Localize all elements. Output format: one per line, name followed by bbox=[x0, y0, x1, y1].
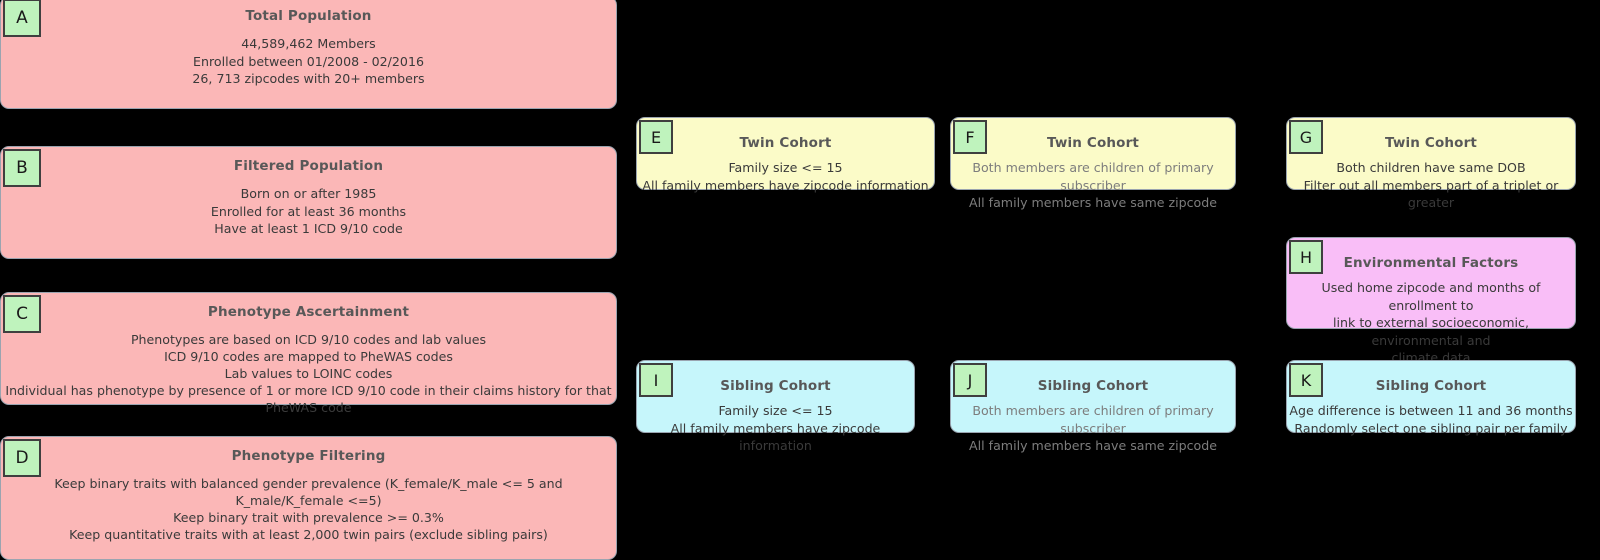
node-title-f: Twin Cohort bbox=[1047, 135, 1139, 151]
node-body-j: Both members are children of primary sub… bbox=[969, 403, 1217, 453]
node-title-h: Environmental Factors bbox=[1343, 255, 1519, 271]
node-body-e: Family size <= 15 All family members hav… bbox=[642, 160, 929, 193]
node-title-i: Sibling Cohort bbox=[720, 378, 831, 394]
node-title-a: Total Population bbox=[245, 8, 372, 24]
node-card-a[interactable]: A Total Population 44,589,462 Members En… bbox=[0, 0, 617, 109]
node-title-g: Twin Cohort bbox=[1385, 135, 1477, 151]
node-body-k: Age difference is between 11 and 36 mont… bbox=[1289, 403, 1573, 436]
node-card-d[interactable]: D Phenotype Filtering Keep binary traits… bbox=[0, 436, 617, 560]
node-body-a: 44,589,462 Members Enrolled between 01/2… bbox=[192, 36, 425, 86]
node-card-h[interactable]: H Environmental Factors Used home zipcod… bbox=[1286, 237, 1576, 365]
node-body-d: Keep binary traits with balanced gender … bbox=[54, 476, 563, 542]
node-card-c[interactable]: C Phenotype Ascertainment Phenotypes are… bbox=[0, 292, 617, 415]
node-card-e[interactable]: E Twin Cohort Family size <= 15 All fami… bbox=[636, 117, 935, 193]
node-card-i[interactable]: I Sibling Cohort Family size <= 15 All f… bbox=[636, 360, 915, 453]
node-tag-g: G bbox=[1289, 120, 1323, 154]
node-title-d: Phenotype Filtering bbox=[231, 448, 386, 464]
node-body-b: Born on or after 1985 Enrolled for at le… bbox=[210, 186, 407, 236]
node-body-i: Family size <= 15 All family members hav… bbox=[670, 403, 881, 453]
node-tag-a: A bbox=[3, 0, 41, 37]
node-card-g[interactable]: G Twin Cohort Both children have same DO… bbox=[1286, 117, 1576, 210]
node-title-j: Sibling Cohort bbox=[1037, 378, 1149, 394]
node-card-f[interactable]: F Twin Cohort Both members are children … bbox=[950, 117, 1236, 210]
node-card-b[interactable]: B Filtered Population Born on or after 1… bbox=[0, 146, 617, 259]
node-title-c: Phenotype Ascertainment bbox=[207, 304, 410, 320]
node-title-b: Filtered Population bbox=[233, 158, 384, 174]
node-body-f: Both members are children of primary sub… bbox=[969, 160, 1217, 210]
node-tag-e: E bbox=[639, 120, 673, 154]
node-tag-h: H bbox=[1289, 240, 1323, 274]
node-tag-d: D bbox=[3, 439, 41, 477]
node-tag-j: J bbox=[953, 363, 987, 397]
node-tag-k: K bbox=[1289, 363, 1323, 397]
node-card-j[interactable]: J Sibling Cohort Both members are childr… bbox=[950, 360, 1236, 453]
node-title-k: Sibling Cohort bbox=[1375, 378, 1487, 394]
node-title-e: Twin Cohort bbox=[739, 135, 832, 151]
node-tag-b: B bbox=[3, 149, 41, 187]
node-tag-c: C bbox=[3, 295, 41, 333]
node-body-h: Used home zipcode and months of enrollme… bbox=[1321, 280, 1541, 365]
node-card-k[interactable]: K Sibling Cohort Age difference is betwe… bbox=[1286, 360, 1576, 436]
node-body-g: Both children have same DOB Filter out a… bbox=[1303, 160, 1559, 210]
node-tag-f: F bbox=[953, 120, 987, 154]
node-tag-i: I bbox=[639, 363, 673, 397]
node-body-c: Phenotypes are based on ICD 9/10 codes a… bbox=[5, 332, 612, 415]
